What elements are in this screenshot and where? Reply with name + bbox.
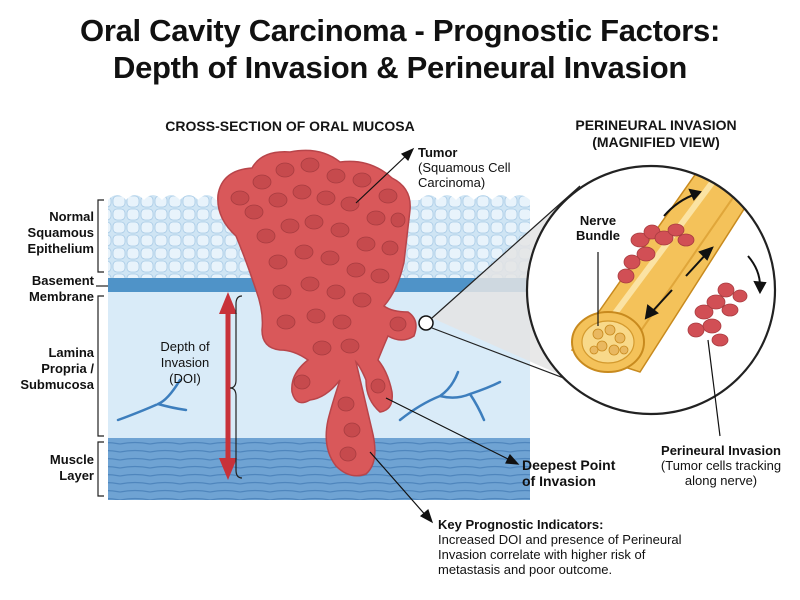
epithelium-label-line-3: Epithelium (27, 241, 94, 256)
deepest-point-line-1: Deepest Point (522, 457, 616, 473)
doi-label-line-2: Invasion (160, 355, 210, 370)
deepest-point-line-2: of Invasion (522, 473, 596, 489)
epithelium-label: Normal Squamous Epithelium (4, 209, 94, 257)
nerve-bundle-line-1: Nerve (579, 213, 617, 228)
lamina-bracket (97, 295, 104, 437)
tracking-arrows (644, 188, 767, 320)
cross-section-heading: CROSS-SECTION OF ORAL MUCOSA (165, 118, 415, 134)
key-line-3: metastasis and poor outcome. (438, 562, 613, 577)
doi-label-line-1: Depth of (160, 339, 210, 354)
title-line-1: Oral Cavity Carcinoma - Prognostic Facto… (80, 13, 720, 48)
tumor-sub-line-2: Carcinoma) (418, 175, 486, 190)
deepest-point-line (385, 397, 515, 463)
key-label: Key Prognostic Indicators: (438, 517, 604, 532)
key-pointer-line (369, 451, 429, 519)
diagram-title: Oral Cavity Carcinoma - Prognostic Facto… (0, 12, 800, 86)
perineural-sub-line-2: along nerve) (684, 473, 758, 488)
callout-lines (355, 147, 520, 524)
doi-arrow (219, 292, 243, 480)
deepest-point-callout: Deepest Point of Invasion (522, 457, 615, 489)
perineural-callout: Perineural Invasion (Tumor cells trackin… (646, 443, 796, 488)
lamina-label-line-3: Submucosa (20, 377, 94, 392)
key-line-2: Invasion correlate with higher risk of (438, 547, 646, 562)
muscle-bracket (97, 441, 104, 497)
doi-label: Depth of Invasion (DOI) (150, 339, 220, 387)
basement-label-line-2: Membrane (28, 289, 94, 304)
epithelium-bracket (97, 199, 104, 273)
blood-vessel-left (116, 378, 188, 422)
magnified-heading-line-2: (MAGNIFIED VIEW) (592, 134, 720, 150)
magnified-view-heading: PERINEURAL INVASION (MAGNIFIED VIEW) (556, 117, 756, 151)
lamina-label-line-2: Propria / (41, 361, 94, 376)
perineural-sub-line-1: (Tumor cells tracking (660, 458, 782, 473)
magnified-circle-border (525, 164, 777, 416)
deepest-point-arrow (505, 453, 520, 465)
tumor-callout: Tumor (Squamous Cell Carcinoma) (418, 145, 511, 190)
tumor-mass (217, 149, 417, 477)
key-line-1: Increased DOI and presence of Perineural (438, 532, 682, 547)
tumor-pointer-line (355, 151, 411, 204)
key-prognostic-indicators: Key Prognostic Indicators: Increased DOI… (438, 517, 738, 577)
magnified-heading-line-1: PERINEURAL INVASION (575, 117, 737, 133)
epithelium-label-line-1: Normal (49, 209, 94, 224)
magnify-origin-circle (418, 315, 434, 331)
title-line-2: Depth of Invasion & Perineural Invasion (113, 50, 687, 85)
layer-brackets (96, 199, 108, 497)
basement-label: Basement Membrane (4, 273, 94, 305)
perineural-pointer (707, 339, 721, 437)
magnified-view (525, 164, 777, 437)
nerve-bundle-line-2: Bundle (575, 228, 621, 243)
lamina-label: Lamina Propria / Submucosa (4, 345, 94, 393)
muscle-label-line-1: Muscle (49, 452, 94, 467)
muscle-layer (108, 438, 530, 500)
basement-label-line-1: Basement (31, 273, 94, 288)
key-pointer-arrow (419, 508, 434, 524)
perineural-tumor-cells (617, 223, 748, 347)
doi-label-line-3: (DOI) (169, 371, 201, 386)
muscle-label-line-2: Layer (59, 468, 94, 483)
nerve-bundle-callout: Nerve Bundle (569, 213, 627, 243)
perineural-label: Perineural Invasion (661, 443, 781, 458)
lamina-label-line-1: Lamina (48, 345, 94, 360)
muscle-label: Muscle Layer (4, 452, 94, 484)
tumor-sub-line-1: (Squamous Cell (418, 160, 511, 175)
tumor-label: Tumor (418, 145, 458, 160)
epithelium-label-line-2: Squamous (27, 225, 94, 240)
tumor-pointer-arrow (400, 147, 415, 162)
